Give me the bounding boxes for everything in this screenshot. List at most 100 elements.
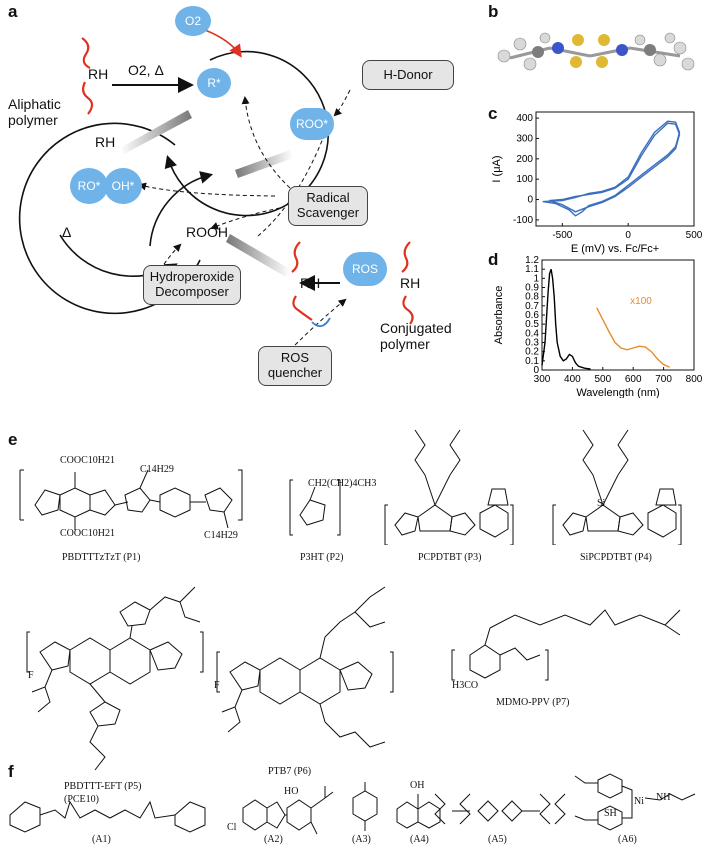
rh-aliphatic: RH: [88, 66, 109, 82]
o2-delta-label: O2, Δ: [128, 62, 164, 78]
p5-label2: (PCE10): [64, 794, 99, 805]
p4-si: Si: [597, 498, 606, 509]
a6-sh: SH: [604, 808, 617, 819]
y-tick-label: 100: [516, 174, 533, 185]
panel-label-f: f: [8, 762, 14, 781]
x-tick-label: 700: [655, 374, 672, 385]
plot-frame: [541, 259, 695, 371]
p7-label: MDMO-PPV (P7): [496, 697, 570, 708]
x-axis-label: E (mV) vs. Fc/Fc+: [571, 243, 659, 255]
y-tick-label: 0.3: [525, 338, 539, 349]
o2-arrow: [204, 29, 242, 58]
panel-label-c: c: [488, 104, 498, 123]
p7-h3co: H3CO: [452, 680, 479, 691]
oh-star-bubble: OH*: [104, 168, 142, 204]
panel-label-e: e: [8, 430, 18, 449]
p6-f: F: [214, 680, 220, 691]
x-tick-label: 500: [686, 230, 702, 241]
rh-center: RH: [95, 134, 116, 150]
y-tick-label: 200: [516, 154, 533, 165]
h-donor-label: H-Donor: [383, 66, 433, 82]
y-tick-label: 0.1: [525, 356, 539, 367]
p1-sub-1: COOC10H21: [60, 455, 116, 466]
a4-label: (A4): [410, 834, 429, 845]
series-line-0: [542, 120, 681, 217]
panel-label-a: a: [8, 2, 18, 21]
p2-sub: CH2(CH2)4CH3: [308, 478, 377, 489]
roo-star-label: ROO*: [295, 117, 328, 131]
roo-star-bubble: ROO*: [290, 108, 334, 140]
ro-star-bubble: RO*: [70, 168, 108, 204]
p3-label: PCPDTBT (P3): [418, 552, 482, 563]
a2-cl: Cl: [227, 822, 237, 833]
a2-label: (A2): [264, 834, 283, 845]
a3-label: (A3): [352, 834, 371, 845]
x-tick-label: 0: [625, 230, 631, 241]
chemical-structure-a5: [434, 793, 566, 825]
panel-label-b: b: [488, 2, 499, 21]
y-tick-label: 0.9: [525, 283, 539, 294]
annotation-label: x100: [630, 296, 652, 307]
y-tick-label: 1.2: [525, 255, 539, 266]
aliphatic-polymer-label: Aliphatic polymer: [8, 96, 61, 129]
y-tick-label: 0.5: [525, 319, 539, 330]
a4-oh: OH: [410, 780, 425, 791]
chemical-structure-a2: [242, 786, 334, 835]
y-tick-label: 300: [516, 133, 533, 144]
ros-quencher-box: ROS quencher: [258, 346, 332, 386]
series-line-1: [596, 307, 670, 368]
a1-label: (A1): [92, 834, 111, 845]
panel-label-d: d: [488, 250, 499, 269]
p1-label: PBDTTTzTzT (P1): [62, 552, 141, 563]
a2-ho: HO: [284, 786, 299, 797]
p1-sub-4: C14H29: [204, 530, 238, 541]
y-tick-label: 0: [533, 365, 539, 376]
chemical-structure-p3: [384, 429, 514, 545]
h-donor-box: H-Donor: [362, 60, 454, 90]
x-tick-label: 400: [564, 374, 581, 385]
chemical-structure-p2: [289, 479, 341, 536]
chemical-structure-a6: [574, 773, 696, 831]
chemical-structure-a1: [9, 800, 206, 833]
x-tick-label: 300: [534, 374, 551, 385]
p1-sub-2: COOC10H21: [60, 528, 116, 539]
y-tick-label: 0: [527, 195, 533, 206]
p5-f: F: [28, 670, 34, 681]
conjugated-polymer-label: Conjugated polymer: [380, 320, 452, 353]
series-line-0: [541, 268, 591, 370]
ros-quencher-label: ROS quencher: [267, 350, 323, 380]
y-tick-label: 1: [533, 273, 539, 284]
scheme-diagram: [18, 29, 414, 351]
ro-star-label: RO*: [77, 179, 101, 193]
chemical-structure-p7: [451, 609, 681, 681]
y-tick-label: 0.2: [525, 347, 539, 358]
hydroperoxide-decomposer-label: Hydroperoxide Decomposer: [149, 269, 235, 299]
r-star-label: R*: [207, 76, 221, 90]
rh-oxidized: RH: [300, 275, 321, 291]
a6-ni: Ni: [634, 796, 644, 807]
a6-label: (A6): [618, 834, 637, 845]
series-line-1: [548, 122, 681, 213]
r-star-bubble: R*: [197, 68, 231, 98]
hydroperoxide-decomposer-box: Hydroperoxide Decomposer: [143, 265, 241, 305]
rh-conjugated: RH: [400, 275, 421, 291]
radical-scavenger-box: Radical Scavenger: [288, 186, 368, 226]
y-tick-label: -100: [513, 215, 533, 226]
y-tick-label: 0.7: [525, 301, 539, 312]
delta-label: Δ: [62, 224, 72, 240]
oh-star-label: OH*: [111, 179, 135, 193]
plot-frame: [535, 111, 695, 227]
radical-scavenger-label: Radical Scavenger: [296, 190, 360, 220]
x-tick-label: 800: [686, 374, 702, 385]
chemical-structure-a4: [396, 794, 441, 829]
y-tick-label: 0.4: [525, 328, 539, 339]
x-tick-label: -500: [552, 230, 572, 241]
y-axis-label: I (μA): [491, 155, 503, 182]
y-tick-label: 0.8: [525, 292, 539, 303]
y-tick-label: 0.6: [525, 310, 539, 321]
y-tick-label: 1.1: [525, 264, 539, 275]
cycle-arc-left: [18, 122, 201, 315]
y-axis-label: Absorbance: [493, 286, 505, 345]
